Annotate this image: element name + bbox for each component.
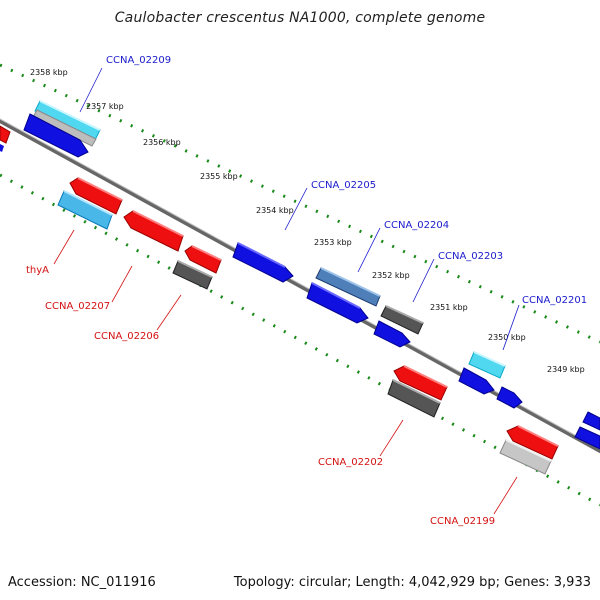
callout-line-ccna-02206 xyxy=(156,294,182,331)
gene-ccna-02199[interactable] xyxy=(499,439,552,475)
gene-blue-2357[interactable] xyxy=(23,113,89,158)
gene-blue-left-edge[interactable] xyxy=(0,144,4,152)
tick-label-2351: 2351 kbp xyxy=(430,303,468,312)
backbone-highlight xyxy=(0,118,600,450)
gene-red-2349[interactable] xyxy=(506,425,559,460)
gene-ccna-02207[interactable] xyxy=(123,210,184,252)
gene-blue-right-edge-a[interactable] xyxy=(582,411,600,431)
gene-thya[interactable] xyxy=(69,177,123,215)
gene-blue-2350b[interactable] xyxy=(496,386,523,409)
gene-blue-right-edge-b[interactable] xyxy=(574,426,600,450)
gene-cyan-thya[interactable] xyxy=(57,190,113,230)
gene-ccna-02201[interactable] xyxy=(468,351,506,379)
callout-line-ccna-02203 xyxy=(412,258,435,303)
accession-text: Accession: NC_011916 xyxy=(8,575,156,590)
callout-line-ccna-02204 xyxy=(357,227,381,273)
tick-label-2354: 2354 kbp xyxy=(256,206,294,215)
tick-label-2358: 2358 kbp xyxy=(30,68,68,77)
tick-label-2352: 2352 kbp xyxy=(372,271,410,280)
tick-label-2353: 2353 kbp xyxy=(314,238,352,247)
callout-line-ccna-02199 xyxy=(493,476,518,515)
tick-label-2350: 2350 kbp xyxy=(488,333,526,342)
label-ccna-02206[interactable]: CCNA_02206 xyxy=(94,331,159,342)
label-ccna-02207[interactable]: CCNA_02207 xyxy=(45,301,110,312)
label-ccna-02204[interactable]: CCNA_02204 xyxy=(384,220,449,231)
label-ccna-02205[interactable]: CCNA_02205 xyxy=(311,180,376,191)
gene-ccna-02203[interactable] xyxy=(380,305,424,335)
label-ccna-02201[interactable]: CCNA_02201 xyxy=(522,295,587,306)
gene-ccna-02204[interactable] xyxy=(315,267,381,307)
label-ccna-02203[interactable]: CCNA_02203 xyxy=(438,251,503,262)
callout-line-ccna-02201 xyxy=(502,304,520,351)
label-ccna-02199[interactable]: CCNA_02199 xyxy=(430,516,495,527)
gene-red-left-edge[interactable] xyxy=(0,125,11,144)
tick-label-2349: 2349 kbp xyxy=(547,365,585,374)
backbone-line xyxy=(0,118,600,454)
genome-summary-text: Topology: circular; Length: 4,042,929 bp… xyxy=(233,575,591,590)
callout-line-thya xyxy=(53,229,75,265)
callout-line-ccna-02207 xyxy=(111,265,133,303)
gene-blue-2350a[interactable] xyxy=(458,367,495,395)
gene-ccna-02202[interactable] xyxy=(387,379,441,418)
gene-grey-2357[interactable] xyxy=(32,109,97,147)
callout-line-ccna-02209 xyxy=(79,67,103,113)
callout-line-ccna-02202 xyxy=(379,419,404,457)
gene-red-2355[interactable] xyxy=(184,245,222,274)
gene-ccna-02205[interactable] xyxy=(232,242,294,283)
gene-blue-2352[interactable] xyxy=(306,282,369,324)
label-thya[interactable]: thyA xyxy=(26,265,49,276)
gene-red-2351[interactable] xyxy=(393,365,448,401)
tick-label-2356: 2356 kbp xyxy=(143,138,181,147)
label-ccna-02209[interactable]: CCNA_02209 xyxy=(106,55,171,66)
callout-line-ccna-02205 xyxy=(284,187,308,231)
map-title: Caulobacter crescentus NA1000, complete … xyxy=(114,10,486,26)
tick-label-2355: 2355 kbp xyxy=(200,172,238,181)
label-ccna-02202[interactable]: CCNA_02202 xyxy=(318,457,383,468)
tick-label-2357: 2357 kbp xyxy=(86,102,124,111)
gene-blue-2351[interactable] xyxy=(373,320,411,348)
gene-ccna-02206[interactable] xyxy=(172,260,213,290)
